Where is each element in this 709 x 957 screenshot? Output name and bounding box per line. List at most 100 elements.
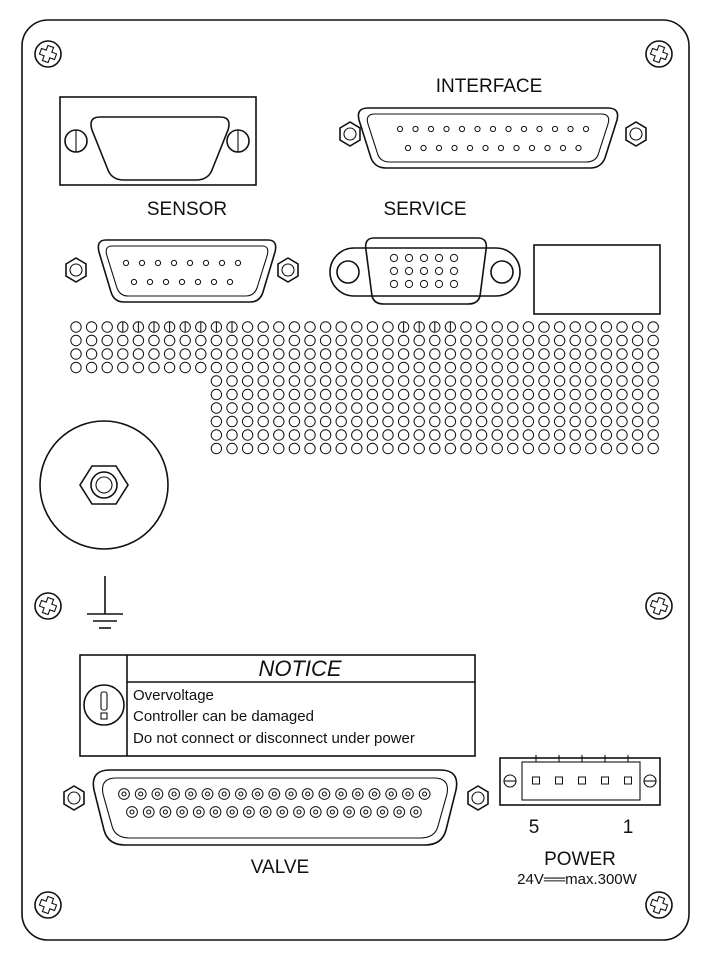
vent-hole	[522, 429, 535, 441]
vent-hole	[460, 348, 472, 360]
terminal-pin	[624, 776, 632, 785]
vent-hole	[241, 429, 254, 441]
vent-hole	[226, 361, 238, 374]
vent-hole	[351, 348, 363, 360]
vent-hole	[335, 429, 347, 441]
vent-hole	[257, 334, 269, 347]
vent-hole	[70, 321, 82, 333]
vent-hole	[585, 429, 597, 441]
vent-hole	[241, 388, 254, 401]
sensor-db15-connector[interactable]	[65, 239, 299, 303]
vent-hole	[569, 321, 581, 333]
notice-line-3: Do not connect or disconnect under power	[133, 730, 415, 747]
knob-icon[interactable]	[39, 420, 169, 550]
vent-hole	[429, 442, 441, 455]
pin	[389, 266, 399, 276]
vent-hole	[304, 321, 316, 333]
screw-icon	[34, 891, 62, 919]
pin	[419, 266, 429, 276]
pin	[318, 788, 331, 800]
pin	[226, 278, 234, 286]
vent-hole	[522, 415, 535, 428]
vent-hole	[522, 375, 535, 387]
screw-icon	[645, 592, 673, 620]
vent-hole	[70, 348, 82, 360]
pin	[404, 266, 414, 276]
vent-hole	[538, 348, 550, 360]
pin	[412, 125, 419, 133]
valve-db37-connector[interactable]	[63, 769, 489, 846]
blank-cover-plate	[533, 244, 661, 315]
pin	[243, 806, 255, 818]
vent-hole	[631, 361, 644, 374]
vent-hole	[444, 361, 457, 374]
vent-hole	[429, 415, 441, 428]
vent-hole	[335, 388, 347, 401]
vent-hole	[569, 415, 581, 428]
db9-connector-top[interactable]	[59, 96, 257, 186]
vent-hole	[101, 321, 113, 333]
vent-hole	[319, 429, 332, 441]
pin	[218, 788, 231, 800]
notice-line-1: Overvoltage	[133, 687, 214, 704]
vent-hole	[507, 348, 519, 360]
service-hd15-connector[interactable]	[329, 237, 521, 305]
pin	[154, 259, 162, 267]
pin	[513, 144, 520, 152]
vent-hole	[70, 334, 82, 347]
pin	[582, 125, 590, 133]
vent-hole	[569, 361, 581, 374]
vent-hole	[631, 321, 644, 333]
vent-hole	[522, 442, 535, 455]
vent-hole	[522, 321, 535, 333]
vent-hole	[413, 415, 425, 428]
vent-hole	[553, 375, 566, 387]
pin	[544, 144, 551, 152]
vent-hole	[460, 334, 472, 347]
terminal-pin	[578, 776, 586, 785]
power-pin-1-label: 1	[623, 817, 634, 838]
vent-hole	[132, 361, 145, 374]
vent-hole	[288, 321, 301, 333]
pin	[130, 278, 138, 286]
vent-hole	[288, 334, 301, 347]
vent-hole	[351, 361, 363, 374]
vent-hole	[319, 442, 332, 455]
vent-hole	[85, 348, 98, 360]
pin	[474, 125, 481, 133]
vent-hole	[148, 334, 160, 347]
vent-hole	[382, 429, 394, 441]
screw-icon	[645, 891, 673, 919]
vent-hole	[569, 348, 581, 360]
vent-hole	[241, 375, 254, 387]
pin	[146, 278, 154, 286]
vent-hole	[600, 415, 613, 428]
pin	[159, 806, 172, 818]
vent-hole	[241, 402, 254, 414]
vent-hole	[335, 361, 347, 374]
power-terminal-connector[interactable]	[499, 755, 661, 806]
vent-hole	[585, 348, 597, 360]
pin	[434, 266, 444, 276]
vent-hole	[179, 348, 191, 360]
notice-title: NOTICE	[258, 656, 341, 681]
vent-hole	[553, 429, 566, 441]
vent-hole	[616, 388, 628, 401]
vent-hole	[273, 334, 285, 347]
vent-hole	[382, 442, 394, 455]
vent-hole	[195, 334, 207, 347]
vent-hole	[600, 429, 613, 441]
vent-hole	[569, 334, 581, 347]
vent-hole	[304, 429, 316, 441]
interface-db25-connector[interactable]	[339, 107, 647, 169]
vent-hole	[616, 321, 628, 333]
vent-hole	[397, 442, 410, 455]
vent-hole	[413, 334, 425, 347]
pin	[351, 788, 364, 800]
vent-hole	[273, 375, 285, 387]
pin	[209, 806, 222, 818]
vent-hole	[241, 348, 254, 360]
pin	[449, 279, 459, 289]
pin	[402, 788, 414, 800]
vent-hole	[179, 361, 191, 374]
